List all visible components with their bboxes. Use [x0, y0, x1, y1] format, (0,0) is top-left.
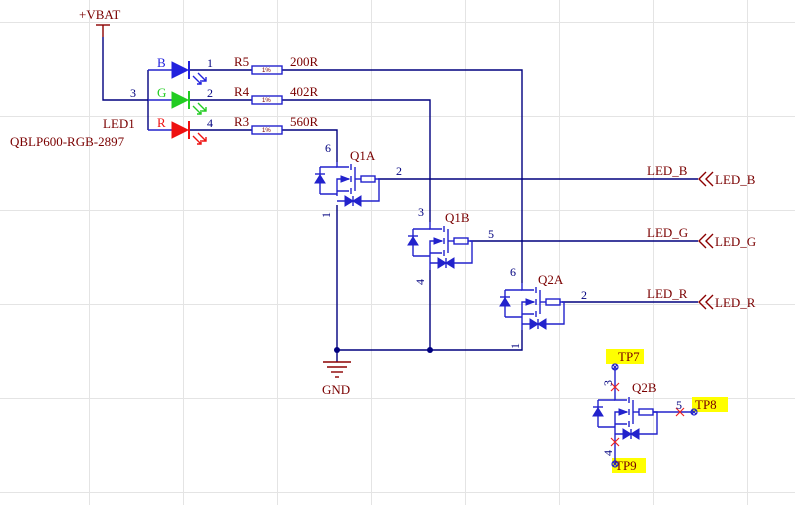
- gnd-label: GND: [322, 382, 350, 397]
- led-designator: LED1: [103, 116, 135, 131]
- r5-ref: R5: [234, 54, 249, 69]
- q1b-pin-gate: 5: [488, 227, 494, 241]
- q2a-pin-drain: 6: [510, 265, 516, 279]
- q1b-pin-source: 4: [413, 279, 427, 285]
- q2a-ref: Q2A: [538, 272, 564, 287]
- q2b-pin-gate: 5: [676, 398, 682, 412]
- q2b-pin-source: 4: [601, 450, 615, 456]
- mosfet-q1a: [314, 162, 380, 207]
- resistor-r3: 1% R3 560R: [234, 114, 319, 135]
- port-arrow-icon: [698, 294, 714, 310]
- port-led-g[interactable]: LED_G: [715, 234, 756, 249]
- port-arrow-icon: [698, 233, 714, 249]
- junction-dot: [427, 347, 433, 353]
- q1b-pin-drain: 3: [418, 205, 424, 219]
- mosfet-q2a: [499, 283, 565, 330]
- q2a-pin-gate: 2: [581, 288, 587, 302]
- mosfet-q2b: [592, 363, 698, 468]
- resistor-r4: 1% R4 402R: [234, 84, 319, 105]
- svg-text:1%: 1%: [262, 98, 271, 104]
- vbat-power-symbol: +VBAT: [79, 7, 120, 37]
- led-green-diode: [148, 91, 207, 115]
- tp7-label[interactable]: TP7: [618, 349, 640, 364]
- r3-value: 560R: [290, 114, 319, 129]
- mosfet-q1b: [407, 222, 473, 270]
- q2a-pin-source: 1: [508, 343, 522, 349]
- net-label-led-b: LED_B: [647, 163, 688, 178]
- tp8-label[interactable]: TP8: [695, 397, 717, 412]
- tp9-highlight: [612, 458, 646, 473]
- q1a-pin-source: 1: [319, 212, 333, 218]
- r4-value: 402R: [290, 84, 319, 99]
- port-led-r[interactable]: LED_R: [715, 295, 756, 310]
- led-blue-diode: [148, 61, 207, 85]
- r4-ref: R4: [234, 84, 250, 99]
- q1a-ref: Q1A: [350, 148, 376, 163]
- net-led-r: LED_R LED_R: [647, 286, 756, 310]
- led-b-letter: B: [157, 55, 166, 70]
- led-pin-b: 1: [207, 56, 213, 70]
- led-g-letter: G: [157, 85, 166, 100]
- q1a-pin-drain: 6: [325, 141, 331, 155]
- gnd-power-symbol: GND: [322, 361, 351, 397]
- svg-text:1%: 1%: [262, 128, 271, 134]
- q1b-ref: Q1B: [445, 210, 470, 225]
- port-arrow-icon: [698, 171, 714, 187]
- led-r-letter: R: [157, 115, 166, 130]
- tp9-label[interactable]: TP9: [615, 458, 637, 473]
- net-label-led-r: LED_R: [647, 286, 688, 301]
- led-red-diode: [148, 121, 207, 145]
- led-pin-r: 4: [207, 116, 213, 130]
- led-pin-g: 2: [207, 86, 213, 100]
- q1a-pin-gate: 2: [396, 164, 402, 178]
- led-common-pin: 3: [130, 86, 136, 100]
- net-led-b: LED_B LED_B: [647, 163, 756, 187]
- tp7-highlight: [606, 349, 644, 364]
- q2b-ref: Q2B: [632, 380, 657, 395]
- wires: [102, 37, 698, 362]
- junction-dot: [334, 347, 340, 353]
- tp8-highlight: [692, 397, 728, 412]
- vbat-label: +VBAT: [79, 7, 120, 22]
- r5-value: 200R: [290, 54, 319, 69]
- port-led-b[interactable]: LED_B: [715, 172, 756, 187]
- r3-ref: R3: [234, 114, 249, 129]
- led-part-number: QBLP600-RGB-2897: [10, 134, 125, 149]
- svg-text:1%: 1%: [262, 68, 271, 74]
- q2b-pin-drain: 3: [601, 380, 615, 386]
- net-label-led-g: LED_G: [647, 225, 688, 240]
- led1-rgb: B G R 1 2 4 3 LED1 QBLP600-RGB-2897: [10, 55, 213, 149]
- resistor-r5: 1% R5 200R: [234, 54, 319, 75]
- net-led-g: LED_G LED_G: [647, 225, 756, 249]
